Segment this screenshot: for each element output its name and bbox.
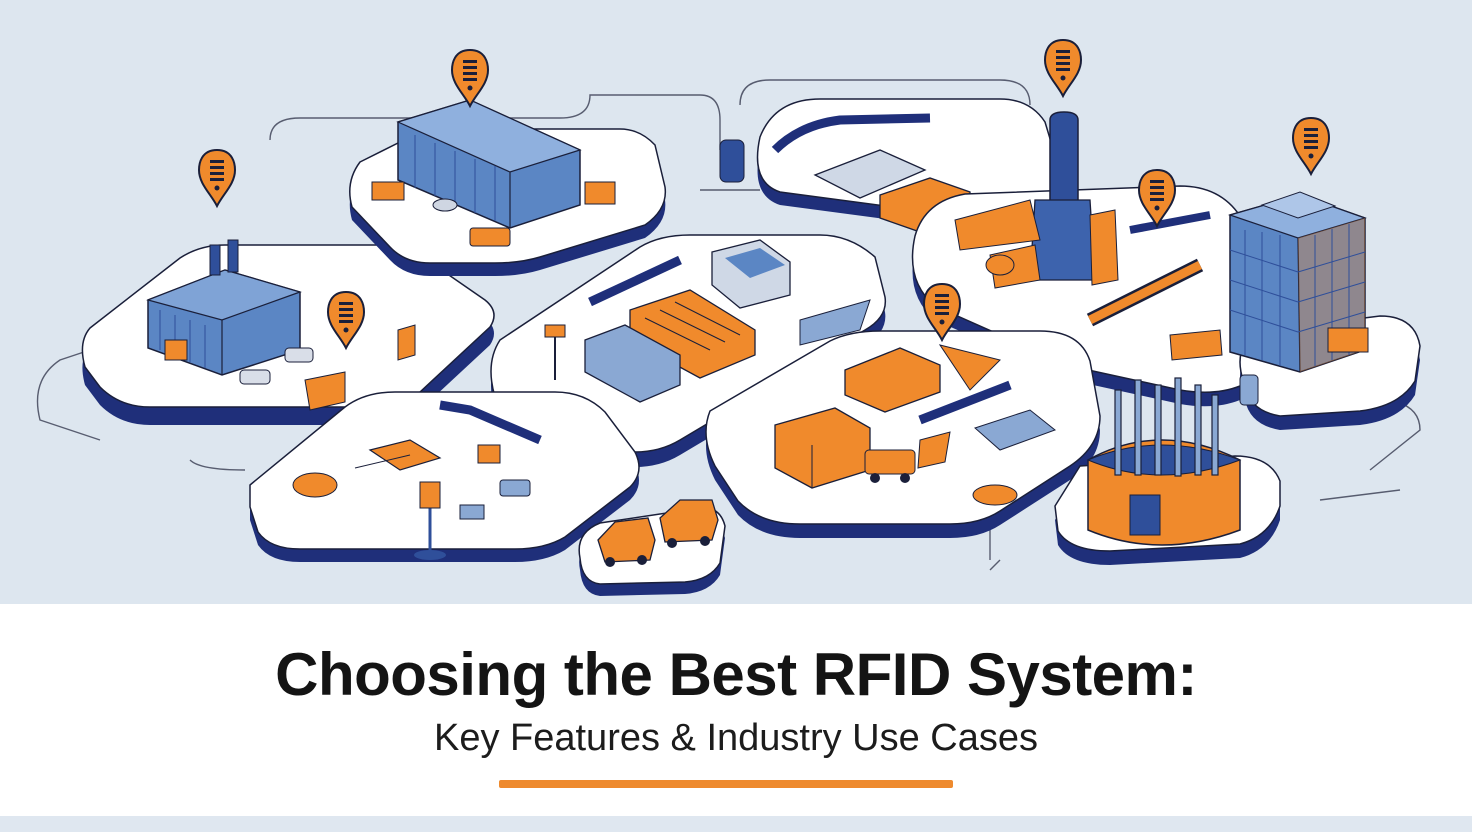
platform-vehicles	[578, 499, 726, 596]
platform-left-warehouse	[81, 239, 495, 425]
page-subtitle: Key Features & Industry Use Cases	[433, 717, 1039, 759]
office-tower	[1227, 191, 1421, 430]
rfid-campus-illustration	[36, 39, 1421, 596]
platform-bottom-center	[705, 330, 1101, 538]
page-title: Choosing the Best RFID System:	[275, 641, 1197, 708]
bottom-strip	[0, 816, 1472, 832]
accent-rule	[499, 780, 953, 788]
platform-top-warehouse	[349, 99, 667, 276]
platform-right-silo	[911, 111, 1295, 407]
platform-bottom-left	[249, 391, 640, 562]
platform-bottom-right	[1054, 377, 1281, 565]
